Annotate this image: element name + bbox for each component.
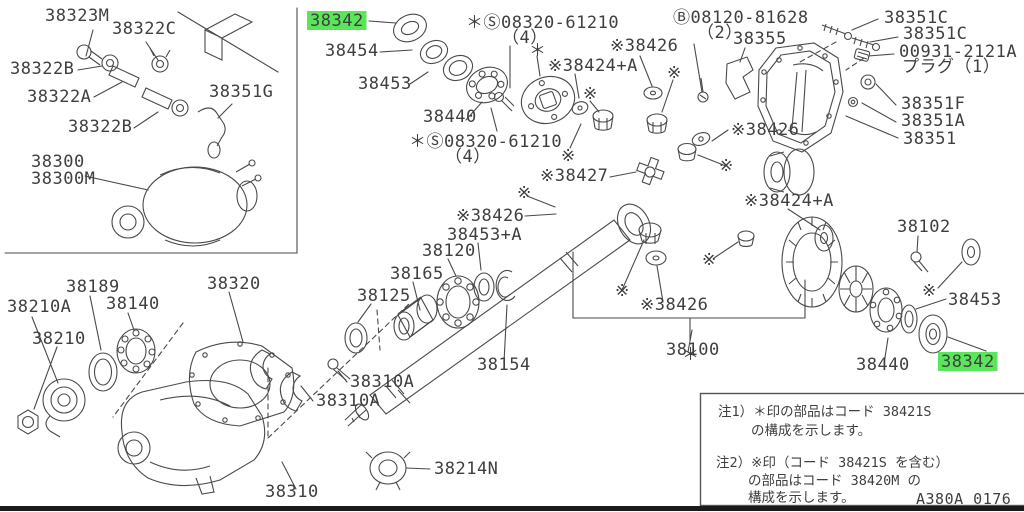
part-label-: ※ xyxy=(561,146,576,166)
part-label-38355: 38355 xyxy=(733,29,787,49)
part-label-38323M: 38323M xyxy=(45,6,109,26)
part-label-38100: 38100 xyxy=(666,340,720,360)
part-label-1: プラグ（1） xyxy=(902,57,1000,77)
part-label-38322C: 38322C xyxy=(112,19,176,39)
part-label-38453+A: 38453+A xyxy=(447,225,522,245)
part-label-: ※ xyxy=(667,63,682,83)
part-label-: ＊ xyxy=(682,345,700,365)
parts-artwork xyxy=(17,13,981,495)
note-2-line-2: の部品はコード 38420M の xyxy=(748,473,921,489)
part-label-0832061210: ＊Ⓢ08320-61210 xyxy=(409,132,562,152)
diagram-code: A380A 0176 xyxy=(916,490,1011,508)
part-label-4: （4） xyxy=(502,28,548,48)
part-label-38140: 38140 xyxy=(106,294,160,314)
part-label-2: （2） xyxy=(697,23,743,43)
part-label-38322B: 38322B xyxy=(68,117,132,137)
part-label-38120: 38120 xyxy=(422,241,476,261)
part-label-38351A: 38351A xyxy=(901,111,965,131)
part-label-38427: ※38427 xyxy=(540,166,608,186)
bottom-border xyxy=(0,506,1024,511)
part-label-38300: 38300 xyxy=(31,152,85,172)
note-1-line-1: 注1）＊印の部品はコード 38421S xyxy=(718,404,932,420)
part-label-38165: 38165 xyxy=(390,264,444,284)
part-label-4: （4） xyxy=(445,147,491,167)
part-label-38102: 38102 xyxy=(897,217,951,237)
section-frame xyxy=(4,7,298,254)
part-label-38453: 38453 xyxy=(358,74,412,94)
part-label-: ※ xyxy=(702,250,717,270)
note-1-line-2: の構成を示します。 xyxy=(751,423,871,439)
part-label-38210A: 38210A xyxy=(7,297,71,317)
part-label-38189: 38189 xyxy=(66,277,120,297)
part-label-38440: 38440 xyxy=(423,107,477,127)
notes-box: 注1）＊印の部品はコード 38421S の構成を示します。 注2）※印（コード … xyxy=(699,392,1024,507)
part-label-38426: ※38426 xyxy=(640,295,708,315)
part-label-38351F: 38351F xyxy=(901,94,965,114)
part-label-38322B: 38322B xyxy=(10,59,74,79)
part-label-38342[interactable]: 38342 xyxy=(310,11,364,31)
part-label-38426: ※38426 xyxy=(610,36,678,56)
part-label-38453: 38453 xyxy=(948,290,1002,310)
part-label-38426: ※38426 xyxy=(731,120,799,140)
part-label-: ※ xyxy=(922,281,937,301)
part-label-: ※ xyxy=(583,84,598,104)
highlight-38342 xyxy=(307,11,367,30)
part-label-009312121A: 00931-2121A xyxy=(899,42,1017,62)
part-label-0832061210: ＊Ⓢ08320-61210 xyxy=(466,13,619,33)
notes-box-border xyxy=(699,392,1024,507)
part-label-38214N: 38214N xyxy=(434,459,498,479)
part-label-38351C: 38351C xyxy=(903,24,967,44)
part-label-38310A: 38310A xyxy=(350,372,414,392)
part-label-38154: 38154 xyxy=(477,355,531,375)
part-label-38351G: 38351G xyxy=(209,82,273,102)
part-label-38322A: 38322A xyxy=(27,87,91,107)
highlight-38342 xyxy=(938,352,998,371)
part-label-: ＊ xyxy=(529,41,547,61)
part-label-38351: 38351 xyxy=(903,129,957,149)
part-label-38320: 38320 xyxy=(207,274,261,294)
part-label-: ※ xyxy=(517,183,532,203)
part-label-38440: 38440 xyxy=(856,355,910,375)
part-label-38300M: 38300M xyxy=(31,169,95,189)
note-2-line-3: 構成を示します。 xyxy=(748,490,855,506)
part-label-0812081628: Ⓑ08120-81628 xyxy=(673,8,809,28)
part-label-38426: ※38426 xyxy=(456,206,524,226)
part-label-: ※ xyxy=(615,281,630,301)
part-label-38310: 38310 xyxy=(265,482,319,502)
part-label-38210: 38210 xyxy=(32,329,86,349)
part-label-38454: 38454 xyxy=(325,41,379,61)
part-label-38125: 38125 xyxy=(357,286,411,306)
part-label-38310A: 38310A xyxy=(316,391,380,411)
part-label-: ※ xyxy=(719,156,734,176)
part-label-38424+A: ※38424+A xyxy=(744,191,834,211)
note-2-line-1: 注2）※印（コード 38421S を含む） xyxy=(716,455,949,471)
part-label-38351C: 38351C xyxy=(884,8,948,28)
part-label-38342[interactable]: 38342 xyxy=(941,352,995,372)
part-label-38424+A: ※38424+A xyxy=(548,56,638,76)
